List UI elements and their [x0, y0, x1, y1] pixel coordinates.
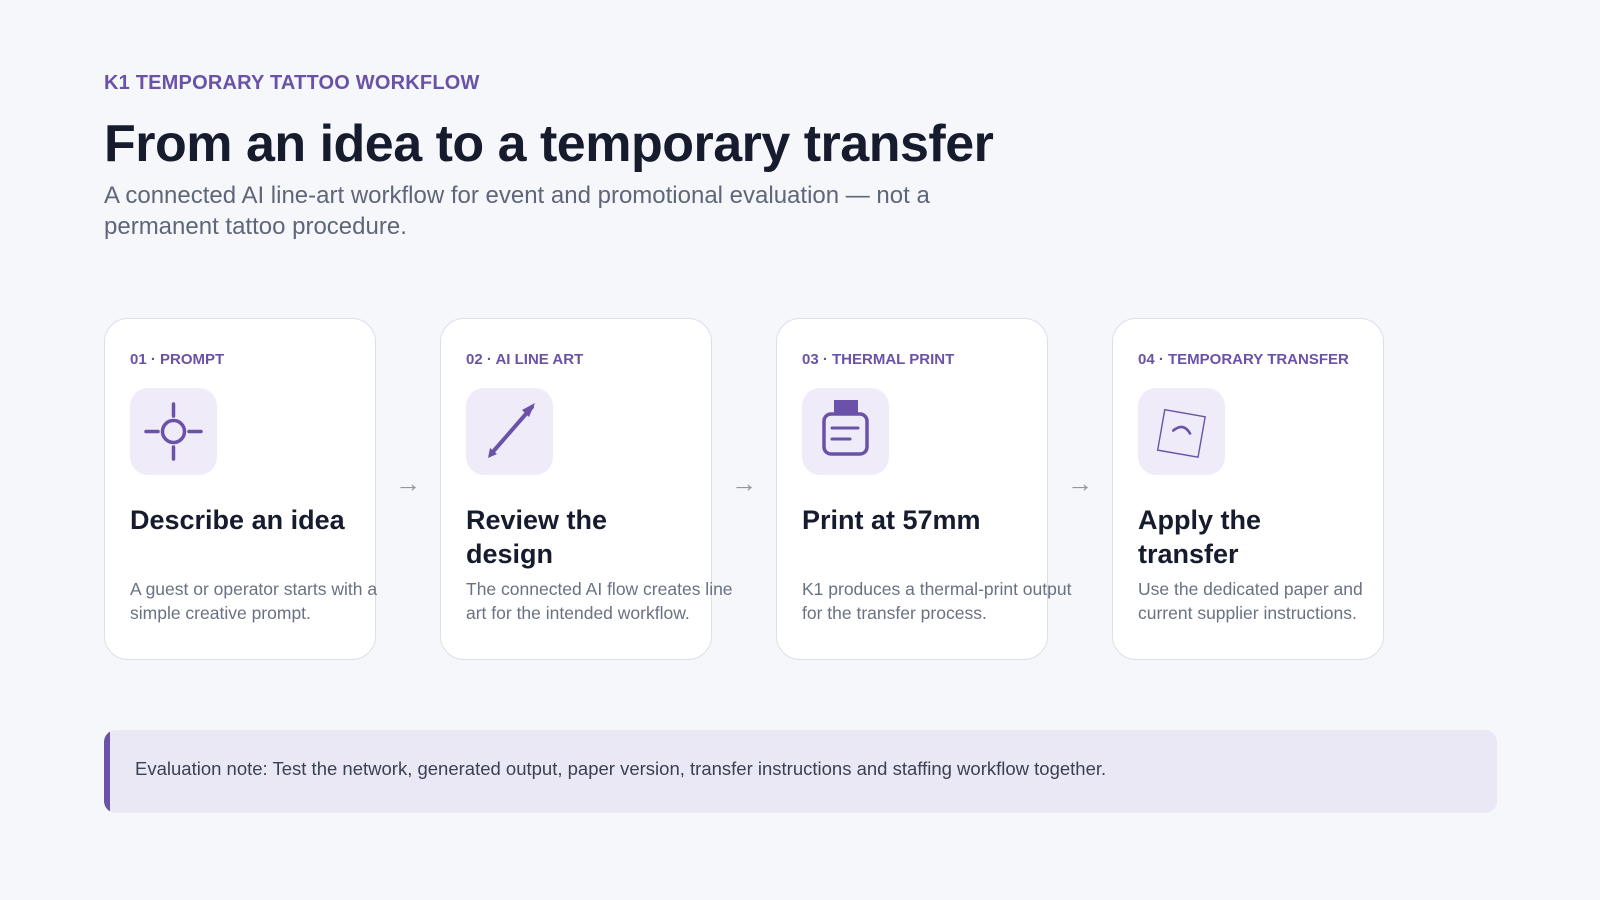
- note-accent-bar: [104, 730, 110, 813]
- evaluation-note-text: Evaluation note: Test the network, gener…: [135, 758, 1107, 779]
- step-card-temporary-transfer: 04 · TEMPORARY TRANSFER Apply the transf…: [1112, 318, 1384, 660]
- step-description: The connected AI flow creates line art f…: [466, 579, 733, 623]
- target-icon: [130, 388, 217, 475]
- arrow-right-icon: →: [395, 468, 421, 498]
- step-label: 03 · THERMAL PRINT: [802, 351, 955, 368]
- step-heading: Describe an idea: [130, 505, 345, 535]
- page-subtitle: A connected AI line-art workflow for eve…: [104, 182, 930, 240]
- step-description: A guest or operator starts with a simple…: [130, 579, 378, 623]
- arrow-right-icon: →: [1067, 468, 1093, 498]
- step-label: 04 · TEMPORARY TRANSFER: [1138, 351, 1349, 368]
- step-description: K1 produces a thermal-print output for t…: [802, 579, 1072, 623]
- step-heading: Review the design: [466, 505, 608, 569]
- step-label: 02 · AI LINE ART: [466, 351, 584, 368]
- eyebrow-label: K1 TEMPORARY TATTOO WORKFLOW: [104, 72, 480, 94]
- printer-icon: [802, 388, 889, 475]
- pencil-icon: [466, 388, 553, 475]
- arrow-right-icon: →: [731, 468, 757, 498]
- step-label: 01 · PROMPT: [130, 351, 225, 368]
- step-card-ai-line-art: 02 · AI LINE ART Review the design The c…: [440, 318, 733, 660]
- step-description: Use the dedicated paper and current supp…: [1138, 579, 1363, 623]
- step-card-thermal-print: 03 · THERMAL PRINT Print at 57mm K1 prod…: [776, 318, 1071, 660]
- step-heading: Print at 57mm: [802, 505, 981, 535]
- page-title: From an idea to a temporary transfer: [104, 115, 994, 173]
- step-heading: Apply the transfer: [1138, 505, 1262, 569]
- step-card-prompt: 01 · PROMPT Describe an idea A guest or …: [104, 318, 377, 660]
- evaluation-note: Evaluation note: Test the network, gener…: [104, 730, 1497, 813]
- transfer-sheet-icon: [1138, 388, 1225, 475]
